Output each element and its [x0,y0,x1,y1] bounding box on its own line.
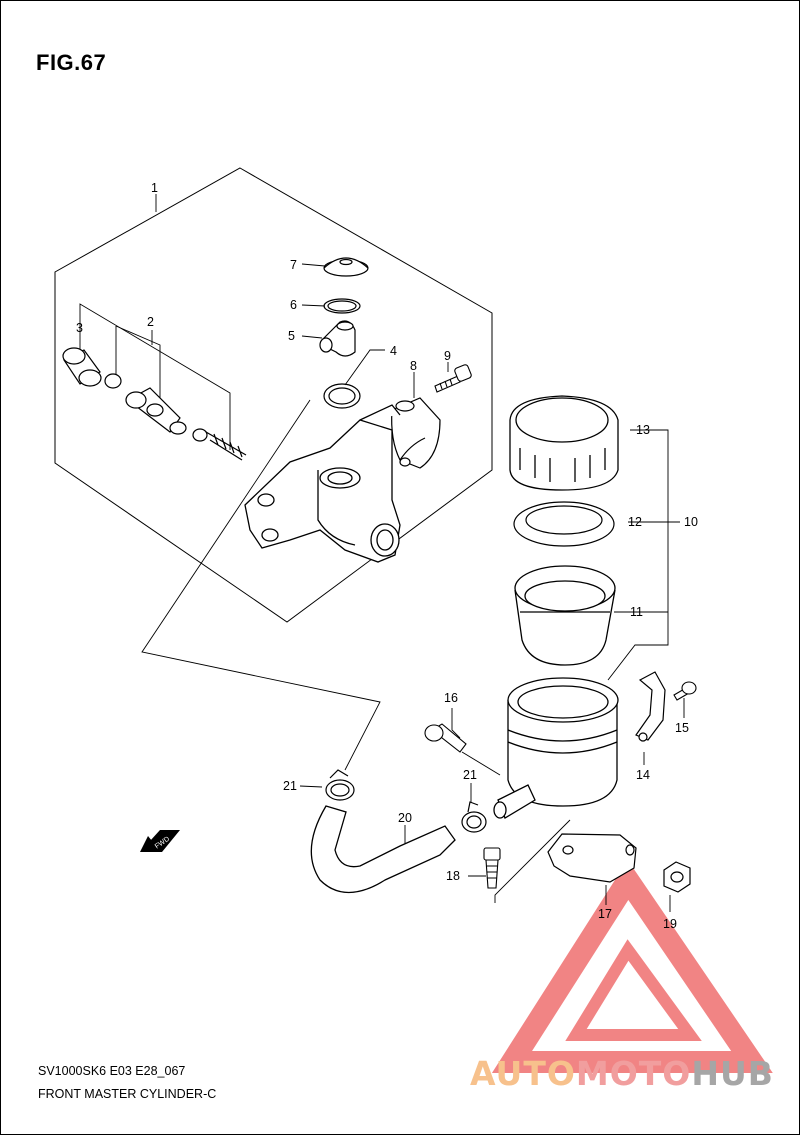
master-cylinder-body [244,404,401,563]
callout-9: 9 [444,349,451,363]
fwd-arrow-icon: FWD [140,830,180,852]
callout-14: 14 [636,768,650,782]
part-17-bracket [547,833,637,883]
callout-18: 18 [446,869,460,883]
part-7-cap [323,257,369,277]
part-12-plate [513,501,615,547]
part-20-hose [310,805,456,893]
callout-16: 16 [444,691,458,705]
part-19-nut [663,861,691,893]
callout-10: 10 [684,515,698,529]
watermark-logo [491,860,773,1073]
callout-17: 17 [598,907,612,921]
callout-21-upper: 21 [283,779,297,793]
callout-8: 8 [410,359,417,373]
part-13-reservoir-cap [509,395,619,491]
part-9-screw [434,364,472,393]
watermark-hub: HUB [691,1054,774,1093]
callout-13: 13 [636,423,650,437]
callout-7: 7 [290,258,297,272]
model-code: SV1000SK6 E03 E28_067 [38,1064,186,1078]
callout-6: 6 [290,298,297,312]
part-21-clamp-upper [325,769,355,801]
part-14-bracket [635,671,666,742]
part-15-screw [673,681,697,701]
leader-lines [79,194,685,912]
part-4-o-ring [323,383,361,409]
part-8-clamp [391,397,441,469]
callout-5: 5 [288,329,295,343]
watermark-auto: AUTO [470,1054,576,1093]
assembly-1-outline [54,167,493,623]
part-16-bolt [424,723,467,753]
watermark-moto: MOTO [575,1054,692,1093]
part-18-bolt [483,847,501,889]
callout-15: 15 [675,721,689,735]
figure-title: FIG.67 [36,50,107,75]
part-2-piston-set [104,373,247,461]
reservoir-tank [493,677,619,819]
callout-12: 12 [628,515,642,529]
part-5-elbow-fitting [319,320,356,357]
callout-numbers: 1 2 3 4 5 6 7 8 9 10 11 12 13 14 15 16 1… [76,181,698,931]
part-3-cup [62,347,102,387]
watermark-text: AUTOMOTOHUB [470,1054,774,1093]
part-21-clamp-lower [461,801,487,833]
callout-2: 2 [147,315,154,329]
callout-11: 11 [630,605,643,619]
callout-21-lower: 21 [463,768,477,782]
callout-19: 19 [663,917,677,931]
part-name: FRONT MASTER CYLINDER-C [38,1087,217,1101]
part-6-circlip [323,298,361,314]
callout-1: 1 [151,181,158,195]
callout-20: 20 [398,811,412,825]
callout-3: 3 [76,321,83,335]
callout-4: 4 [390,344,397,358]
part-11-diaphragm [514,565,616,666]
